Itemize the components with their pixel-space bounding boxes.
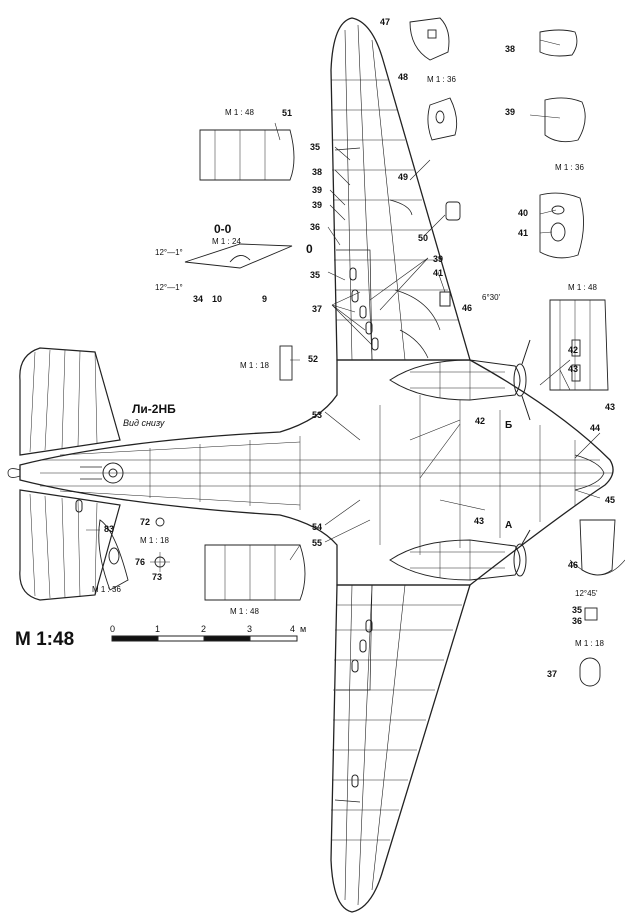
angle-label: 12°—1° bbox=[155, 283, 183, 292]
callout-76: 76 bbox=[135, 557, 145, 567]
callout-43: 43 bbox=[474, 516, 484, 526]
callout-36: 36 bbox=[572, 616, 582, 626]
scale-tick: 3 bbox=[247, 624, 252, 634]
callout-83: 83 bbox=[104, 524, 114, 534]
callout-42: 42 bbox=[568, 345, 578, 355]
scale-note: M 1 : 18 bbox=[575, 639, 604, 648]
aircraft-name: Ли-2НБ bbox=[132, 402, 176, 416]
callout-46: 46 bbox=[462, 303, 472, 313]
callout-73: 73 bbox=[152, 572, 162, 582]
fuselage bbox=[19, 359, 614, 586]
callout-37: 37 bbox=[547, 669, 557, 679]
callout-48: 48 bbox=[398, 72, 408, 82]
callout-36: 36 bbox=[310, 222, 320, 232]
callout-35: 35 bbox=[310, 270, 320, 280]
scale-note: M 1 : 18 bbox=[140, 536, 169, 545]
callout-9: 9 bbox=[262, 294, 267, 304]
callout-43: 43 bbox=[568, 364, 578, 374]
callout-40: 40 bbox=[518, 208, 528, 218]
callout-35: 35 bbox=[572, 605, 582, 615]
view-arrow-a: А bbox=[505, 520, 512, 531]
main-scale-label: M 1:48 bbox=[15, 629, 74, 650]
callout-55: 55 bbox=[312, 538, 322, 548]
scale-note: M 1 : 48 bbox=[225, 108, 254, 117]
view-arrow-b: Б bbox=[505, 420, 512, 431]
scale-note: M 1 : 48 bbox=[568, 283, 597, 292]
scale-note: M 1 : 36 bbox=[427, 75, 456, 84]
scale-tick: 2 bbox=[201, 624, 206, 634]
callout-42: 42 bbox=[475, 416, 485, 426]
callout-47: 47 bbox=[380, 17, 390, 27]
scale-note: M 1 : 18 bbox=[240, 361, 269, 370]
scale-note: M 1 : 36 bbox=[555, 163, 584, 172]
callout-72: 72 bbox=[140, 517, 150, 527]
view-label: Вид снизу bbox=[123, 418, 165, 428]
section-mark: 0 bbox=[306, 242, 313, 256]
callout-51: 51 bbox=[282, 108, 292, 118]
callout-45: 45 bbox=[605, 495, 615, 505]
callout-46: 46 bbox=[568, 560, 578, 570]
engine-nacelle-lower bbox=[389, 529, 531, 581]
scale-note: M 1 : 36 bbox=[92, 585, 121, 594]
leader-lines bbox=[86, 39, 601, 561]
angle-label: 12°—1° bbox=[155, 248, 183, 257]
callout-43: 43 bbox=[605, 402, 615, 412]
lower-wing bbox=[330, 584, 471, 913]
callout-44: 44 bbox=[590, 423, 600, 433]
callout-41: 41 bbox=[518, 228, 528, 238]
angle-label: 12°45' bbox=[575, 589, 598, 598]
callout-35: 35 bbox=[310, 142, 320, 152]
callout-53: 53 bbox=[312, 410, 322, 420]
tailplane bbox=[7, 347, 121, 601]
scale-note: M 1 : 24 bbox=[212, 237, 241, 246]
detail-views bbox=[98, 17, 625, 687]
upper-wing bbox=[330, 17, 471, 361]
callout-10: 10 bbox=[212, 294, 222, 304]
scale-tick: 4 bbox=[290, 624, 295, 634]
callout-38: 38 bbox=[312, 167, 322, 177]
angle-label: 6°30' bbox=[482, 293, 501, 302]
callout-41: 41 bbox=[433, 268, 443, 278]
callout-49: 49 bbox=[398, 172, 408, 182]
engine-nacelle-upper bbox=[389, 339, 531, 421]
callout-54: 54 bbox=[312, 522, 322, 532]
callout-39: 39 bbox=[433, 254, 443, 264]
callout-50: 50 bbox=[418, 233, 428, 243]
callout-34: 34 bbox=[193, 294, 203, 304]
scale-note: M 1 : 48 bbox=[230, 607, 259, 616]
callout-39: 39 bbox=[505, 107, 515, 117]
callout-39: 39 bbox=[312, 185, 322, 195]
callout-38: 38 bbox=[505, 44, 515, 54]
scale-unit: м bbox=[300, 624, 306, 634]
scale-bar bbox=[111, 635, 298, 642]
section-title: 0-0 bbox=[214, 222, 232, 236]
scale-tick: 1 bbox=[155, 624, 160, 634]
callout-39: 39 bbox=[312, 200, 322, 210]
callout-52: 52 bbox=[308, 354, 318, 364]
scale-tick: 0 bbox=[110, 624, 115, 634]
callout-37: 37 bbox=[312, 304, 322, 314]
